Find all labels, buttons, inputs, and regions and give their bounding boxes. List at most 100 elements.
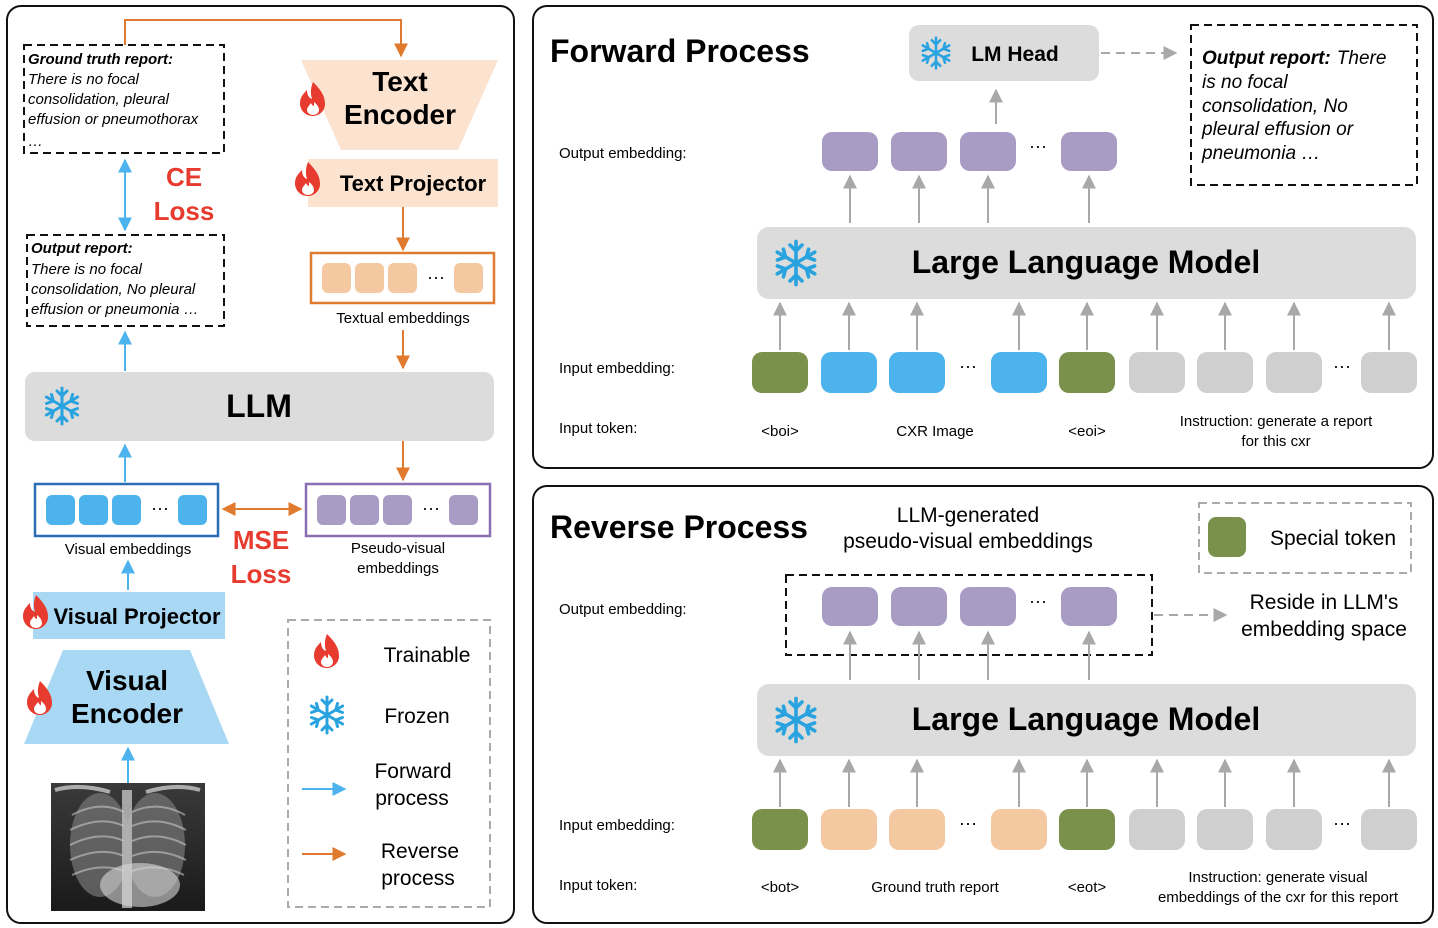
generated-label: LLM-generated [897, 504, 1039, 527]
gt-report-title: Ground truth report: [28, 51, 173, 68]
output-report-box [26, 234, 225, 327]
pseudo-visual-output-box [785, 574, 1153, 656]
special-token-embedding [752, 809, 808, 850]
forward-output-report-title: Output report: [1202, 48, 1331, 69]
chest-xray-image [51, 783, 205, 911]
lm-head-label: LM Head [971, 43, 1059, 66]
token-boi: <boi> [761, 423, 799, 440]
visual-embedding-token [178, 495, 207, 525]
token-ground-truth-report: Ground truth report [871, 879, 999, 896]
output-report-line: consolidation, No pleural [31, 281, 196, 298]
gt-report-line: … [28, 133, 43, 150]
instruction-token-embedding [1266, 809, 1322, 850]
token-bot: <bot> [761, 879, 800, 896]
visual-embeddings-label: Visual embeddings [65, 541, 191, 558]
ellipsis: ··· [1333, 813, 1351, 833]
pseudo-visual-token [449, 495, 478, 525]
visual-projector-label: Visual Projector [53, 604, 221, 629]
llm-label: LLM [226, 388, 292, 424]
textual-embedding-token [322, 263, 351, 293]
visual-embedding-token [112, 495, 141, 525]
pseudo-visual-token [350, 495, 379, 525]
token-cxr-image: CXR Image [896, 423, 974, 440]
llm-block [25, 372, 494, 441]
ellipsis: ··· [1029, 591, 1047, 611]
textual-embedding-token [355, 263, 384, 293]
instruction-token-embedding [1361, 352, 1417, 393]
output-embedding-token [891, 587, 947, 626]
gt-report-line: There is no focal [28, 71, 140, 88]
output-embedding-token [1061, 587, 1117, 626]
output-embedding-token [891, 132, 947, 171]
special-token-embedding [752, 352, 808, 393]
legend-reverse: Reverse [381, 840, 459, 863]
special-token-embedding [1059, 352, 1115, 393]
reverse-title: Reverse Process [550, 509, 808, 545]
special-token-label: Special token [1270, 527, 1396, 550]
text-projector-label: Text Projector [340, 171, 487, 196]
token-eoi: <eoi> [1068, 423, 1106, 440]
forward-output-embeddings: ··· [822, 132, 1117, 171]
lm-head-block [909, 25, 1099, 81]
output-embedding-token [822, 132, 878, 171]
text-encoder-label: Encoder [344, 99, 456, 130]
forward-output-report-line: is no focal [1202, 72, 1288, 93]
token-instruction: Instruction: generate visual [1188, 869, 1367, 886]
ellipsis: ··· [427, 267, 445, 287]
textual-embeddings-label: Textual embeddings [336, 310, 469, 327]
legend-frozen: Frozen [384, 705, 449, 728]
output-embedding-token [822, 587, 878, 626]
gt-report-line: effusion or pneumothorax [28, 111, 199, 128]
forward-llm-label: Large Language Model [912, 244, 1260, 280]
textual-embedding-token [454, 263, 483, 293]
output-report-title: Output report: [31, 240, 133, 257]
forward-input-embedding-label: Input embedding: [559, 360, 675, 377]
forward-output-report-line: There [1337, 48, 1387, 69]
legend-trainable: Trainable [384, 644, 471, 667]
reverse-input-embedding-label: Input embedding: [559, 817, 675, 834]
textual-embedding-token [388, 263, 417, 293]
visual-encoder-label: Encoder [71, 698, 183, 729]
text-encoder-label: Text [372, 66, 428, 97]
ellipsis: ··· [422, 498, 440, 518]
instruction-token-embedding [1129, 809, 1185, 850]
report-token-embedding [889, 809, 945, 850]
reverse-input-arrows [773, 758, 1396, 807]
visual-projector-block [33, 592, 225, 639]
forward-input-arrows [773, 301, 1396, 350]
ellipsis: ··· [959, 356, 977, 376]
forward-output-report-line: pneumonia … [1201, 143, 1320, 164]
visual-embedding-token [79, 495, 108, 525]
legend-forward: Forward [374, 760, 451, 783]
output-embedding-token [1061, 132, 1117, 171]
token-instruction: Instruction: generate a report [1180, 413, 1373, 430]
reside-label: Reside in LLM's [1250, 591, 1399, 614]
text-projector-block [308, 159, 498, 207]
pseudo-visual-token [383, 495, 412, 525]
instruction-token-embedding [1266, 352, 1322, 393]
ellipsis: ··· [1333, 356, 1351, 376]
forward-input-token-label: Input token: [559, 420, 637, 437]
visual-encoder-block [24, 650, 229, 744]
image-token-embedding [821, 352, 877, 393]
legend-reverse: process [381, 867, 455, 890]
text-encoder-block [301, 60, 498, 150]
forward-title: Forward Process [550, 33, 810, 69]
report-token-embedding [821, 809, 877, 850]
forward-output-report-text: Output report: There [1202, 48, 1386, 69]
reverse-llm-label: Large Language Model [912, 701, 1260, 737]
generated-label: pseudo-visual embeddings [843, 530, 1093, 553]
image-token-embedding [889, 352, 945, 393]
special-token-embedding [1059, 809, 1115, 850]
ellipsis: ··· [959, 813, 977, 833]
ground-truth-report-box [23, 44, 225, 154]
reside-label: embedding space [1241, 618, 1407, 641]
legend-box [287, 619, 491, 908]
output-embedding-token [960, 132, 1016, 171]
gt-to-text-encoder-arrow [124, 19, 408, 58]
reverse-llm-block [757, 684, 1416, 756]
ce-loss-label: CE [166, 162, 202, 192]
instruction-token-embedding [1197, 809, 1253, 850]
visual-embedding-token [46, 495, 75, 525]
